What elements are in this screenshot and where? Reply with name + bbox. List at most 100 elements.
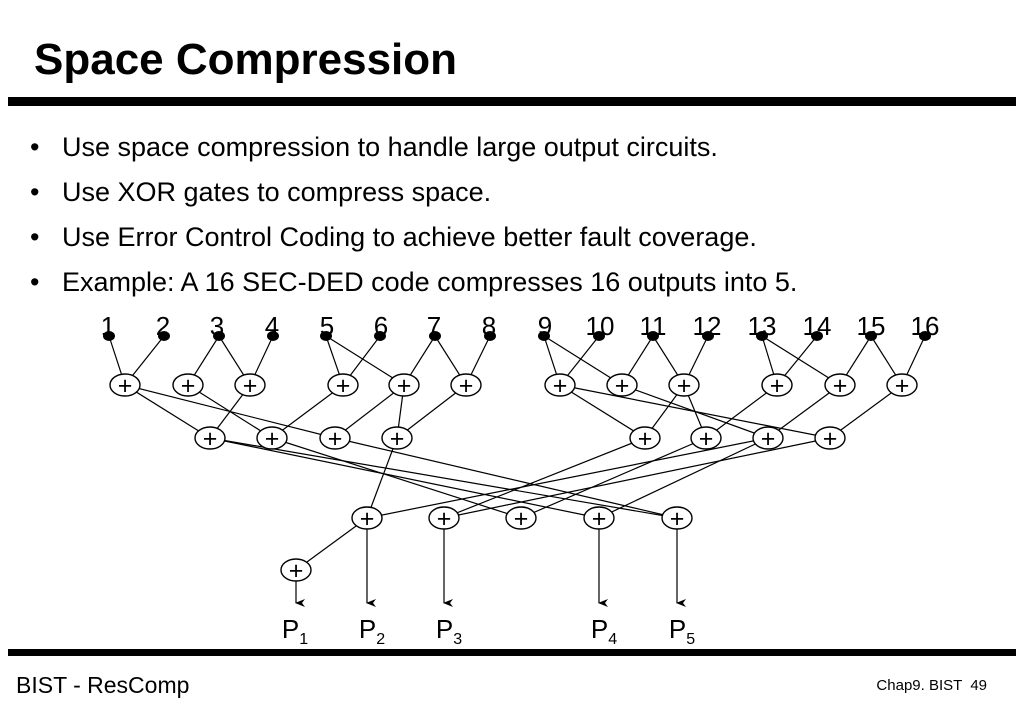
wire: [705, 384, 778, 439]
xor-gate: +: [388, 372, 420, 400]
xor-gate-outline: [824, 373, 856, 397]
input-label: 7: [427, 311, 441, 341]
xor-gate-outline: [327, 373, 359, 397]
xor-gate-outline: [690, 426, 722, 450]
xor-gate: +: [256, 425, 288, 453]
xor-gate: +: [629, 425, 661, 453]
slide-title: Space Compression: [34, 35, 458, 84]
wire: [209, 437, 600, 519]
wire: [295, 517, 368, 571]
input-terminal-dot: [647, 331, 659, 341]
xor-gate-outline: [450, 373, 482, 397]
xor-gate-outline: [280, 558, 312, 582]
input-dot-layer: [103, 331, 931, 341]
xor-gate-symbol: +: [699, 425, 714, 453]
wire: [334, 384, 405, 439]
wire: [520, 437, 707, 519]
wire: [761, 335, 841, 386]
title-divider: [8, 97, 1016, 106]
xor-gate: +: [886, 372, 918, 400]
input-label: 16: [911, 311, 940, 341]
xor-gate: +: [327, 372, 359, 400]
xor-gate: +: [351, 505, 383, 533]
input-terminal-dot: [267, 331, 279, 341]
xor-gate: +: [319, 425, 351, 453]
xor-gate: +: [752, 425, 784, 453]
input-label: 1: [101, 311, 115, 341]
input-label: 15: [857, 311, 886, 341]
output-parity-label: P4: [591, 614, 617, 648]
xor-gate: +: [583, 505, 615, 533]
input-terminal-dot: [593, 331, 605, 341]
wire: [271, 437, 522, 519]
xor-gate-symbol: +: [670, 505, 685, 533]
xor-gate-outline: [109, 373, 141, 397]
xor-gate: +: [668, 372, 700, 400]
xor-gate-symbol: +: [514, 505, 529, 533]
input-label: 3: [210, 311, 224, 341]
xor-gate-outline: [319, 426, 351, 450]
bullet-item: Example: A 16 SEC-DED code compresses 16…: [30, 260, 797, 305]
input-label: 11: [640, 311, 667, 341]
wire: [124, 384, 211, 439]
xor-gate: +: [194, 425, 226, 453]
wire: [366, 437, 769, 519]
wire: [543, 335, 623, 386]
input-label: 14: [803, 311, 832, 341]
xor-gate-layer: ++++++++++++++++++++++++++: [109, 372, 918, 585]
footer-divider: [8, 649, 1016, 656]
xor-gate-symbol: +: [677, 372, 692, 400]
xor-gate-symbol: +: [459, 372, 474, 400]
input-terminal-dot: [213, 331, 225, 341]
xor-gate-symbol: +: [118, 372, 133, 400]
xor-gate-symbol: +: [761, 425, 776, 453]
xor-gate-symbol: +: [553, 372, 568, 400]
xor-gate-symbol: +: [328, 425, 343, 453]
output-parity-label: P5: [669, 614, 695, 648]
bullet-item: Use Error Control Coding to achieve bett…: [30, 215, 797, 260]
xor-gate-outline: [234, 373, 266, 397]
xor-gate-symbol: +: [770, 372, 785, 400]
bullet-item: Use XOR gates to compress space.: [30, 170, 797, 215]
xor-gate: +: [606, 372, 638, 400]
xor-gate: +: [280, 557, 312, 585]
input-label: 8: [482, 311, 496, 341]
xor-gate-outline: [606, 373, 638, 397]
xor-gate: +: [814, 425, 846, 453]
wire: [396, 384, 467, 439]
input-label: 6: [374, 311, 388, 341]
input-terminal-dot: [320, 331, 332, 341]
xor-gate: +: [172, 372, 204, 400]
xor-gate-outline: [505, 506, 537, 530]
xor-gate-outline: [668, 373, 700, 397]
input-label: 12: [693, 311, 722, 341]
input-terminal-dot: [756, 331, 768, 341]
xor-gate: +: [690, 425, 722, 453]
xor-gate: +: [505, 505, 537, 533]
input-terminal-dot: [865, 331, 877, 341]
wire: [767, 384, 841, 439]
xor-gate: +: [109, 372, 141, 400]
wire: [325, 335, 405, 386]
xor-gate-outline: [583, 506, 615, 530]
input-terminal-dot: [811, 331, 823, 341]
footer-page-number: 49: [970, 677, 987, 694]
input-terminal-dot: [429, 331, 441, 341]
xor-gate-symbol: +: [823, 425, 838, 453]
xor-gate-outline: [351, 506, 383, 530]
input-terminal-dot: [919, 331, 931, 341]
input-terminal-dot: [103, 331, 115, 341]
wire: [209, 437, 678, 519]
input-terminal-dot: [484, 331, 496, 341]
wire: [271, 384, 344, 439]
input-terminal-dot: [374, 331, 386, 341]
input-label: 10: [586, 311, 615, 341]
xor-gate-outline: [256, 426, 288, 450]
xor-gate-symbol: +: [437, 505, 452, 533]
xor-gate-symbol: +: [336, 372, 351, 400]
xor-gate-symbol: +: [289, 557, 304, 585]
xor-gate: +: [661, 505, 693, 533]
input-terminal-dot: [702, 331, 714, 341]
